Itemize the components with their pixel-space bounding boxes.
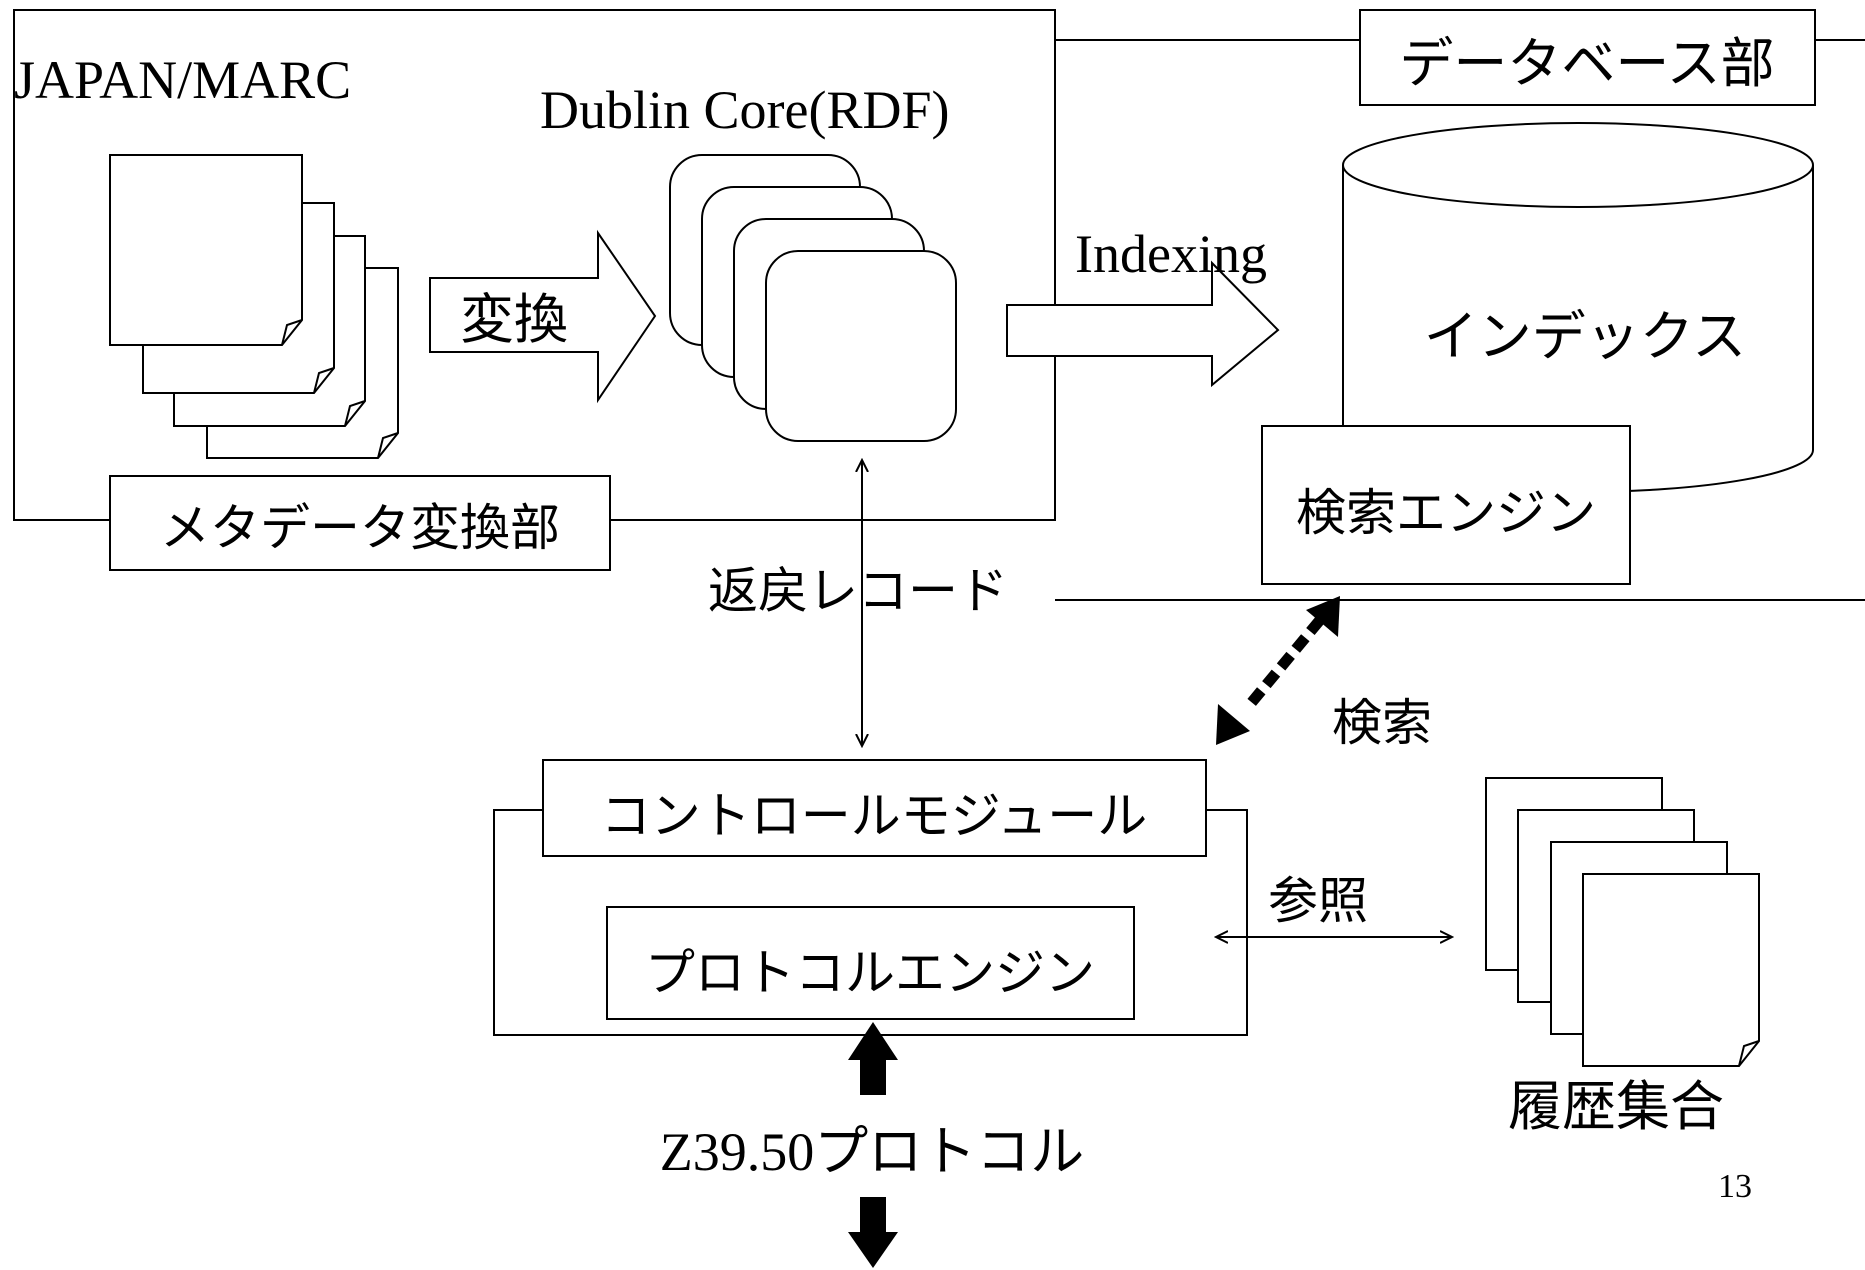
search-engine-box: 検索エンジン (1261, 425, 1631, 585)
page-number: 13 (1718, 1168, 1752, 1205)
search-label: 検索 (1332, 694, 1432, 752)
index-label: インデックス (1424, 305, 1746, 368)
control-module-label: コントロールモジュール (601, 787, 1148, 845)
dublin-core-stack (669, 154, 957, 442)
marc-document-stack (109, 154, 399, 459)
return-record-label: 返戻レコード (708, 562, 1008, 620)
control-module: コントロールモジュール プロトコルエンジン (493, 759, 1248, 1036)
control-module-label-box (542, 759, 1207, 857)
indexing-label: Indexing (1075, 224, 1267, 284)
protocol-label: Z39.50プロトコル (660, 1122, 1085, 1182)
indexing-arrow (1006, 260, 1280, 388)
metadata-conversion-label: メタデータ変換部 (160, 499, 560, 557)
protocol-engine-box (606, 906, 1135, 1020)
history-set-stack (1485, 777, 1760, 1067)
database-section: データベース部 (1055, 9, 1865, 601)
protocol-label-text: Z39.50プロトコル (660, 1122, 1085, 1182)
protocol-engine-label: プロトコルエンジン (645, 944, 1095, 1002)
index-cylinder (1342, 122, 1814, 493)
conversion-arrow-label: 変換 (460, 288, 568, 351)
source-format-label: JAPAN/MARC (14, 50, 351, 110)
reference-label: 参照 (1268, 872, 1368, 930)
metadata-conversion-section: メタデータ変換部 (13, 9, 1056, 571)
history-set-label: 履歴集合 (1508, 1075, 1724, 1138)
database-label: データベース部 (1399, 32, 1774, 95)
target-format-label: Dublin Core(RDF) (540, 80, 949, 140)
search-arrow (1216, 596, 1340, 745)
search-engine-label: 検索エンジン (1296, 484, 1596, 542)
protocol-down-arrow (848, 1197, 898, 1268)
conversion-arrow: 変換 (429, 229, 657, 404)
metadata-conversion-label-box (109, 475, 611, 571)
protocol-up-arrow (848, 1022, 898, 1095)
database-label-box (1359, 9, 1816, 106)
